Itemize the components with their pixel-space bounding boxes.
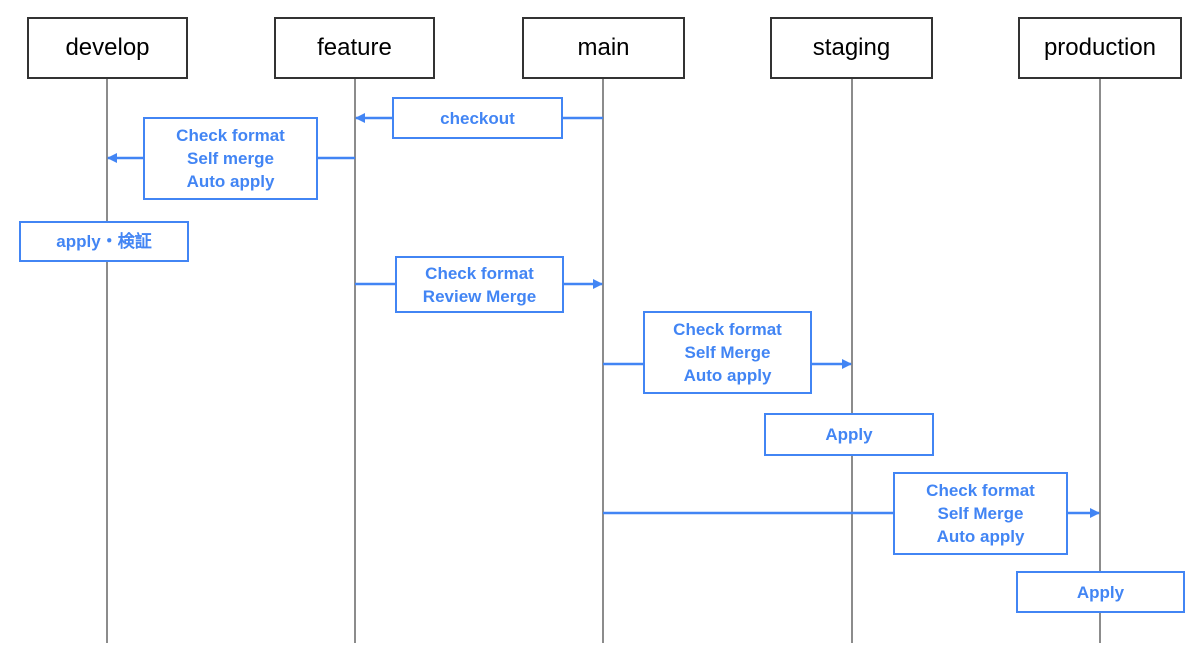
lane-label: staging (812, 34, 891, 61)
message-line: Check format (425, 263, 534, 283)
lane-label: feature (317, 34, 392, 61)
lane-header-feature: feature (274, 17, 435, 79)
lane-label: main (577, 34, 630, 61)
lane-header-main: main (522, 17, 685, 79)
lane-header-production: production (1018, 17, 1182, 79)
message-line: checkout (440, 108, 515, 128)
message-line: Apply (825, 425, 873, 444)
staging-apply-note: Apply (764, 413, 934, 456)
lane-label: develop (65, 34, 150, 61)
message-line: Apply (1076, 582, 1125, 602)
message-line: Auto apply (186, 172, 275, 191)
checkout-message: checkout (392, 97, 563, 139)
lane-label: production (1043, 34, 1157, 61)
merge-to-main-message: Check format Review Merge (395, 256, 564, 313)
merge-to-develop-message: Check format Self merge Auto apply (143, 117, 318, 200)
message-line: Auto apply (936, 527, 1025, 546)
message-line: Check format (673, 320, 782, 339)
message-line: Check format (926, 481, 1035, 500)
lane-header-develop: develop (27, 17, 188, 79)
message-line: apply・検証 (56, 232, 152, 251)
production-apply-note: Apply (1016, 571, 1185, 613)
merge-to-production-message: Check format Self Merge Auto apply (893, 472, 1068, 555)
message-line: Review Merge (422, 286, 537, 306)
merge-to-staging-message: Check format Self Merge Auto apply (643, 311, 812, 394)
message-line: Self merge (187, 149, 274, 168)
develop-apply-note: apply・検証 (19, 221, 189, 262)
lane-header-staging: staging (770, 17, 933, 79)
message-line: Self Merge (937, 504, 1024, 523)
message-line: Self Merge (684, 343, 771, 362)
message-line: Auto apply (683, 366, 772, 385)
message-line: Check format (176, 126, 285, 145)
